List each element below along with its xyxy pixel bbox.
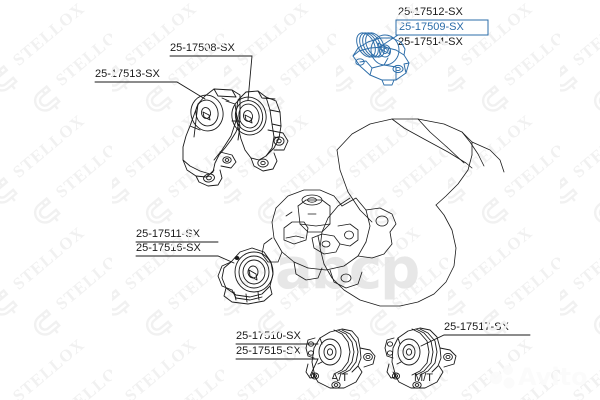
part-25-17513-sx <box>182 88 241 187</box>
highlight-box-25-17509-sx <box>395 19 489 36</box>
svg-text:Avito: Avito <box>518 363 588 391</box>
leader-25-17513-sx <box>94 81 206 100</box>
abcp-watermark: abcp <box>275 237 420 302</box>
part-25-17516-sx <box>217 247 274 305</box>
part-25-17508-sx <box>231 90 289 172</box>
leader-25-17509-sx <box>377 34 399 49</box>
leader-25-17508-sx <box>169 55 253 101</box>
leader-25-17516-sx <box>135 255 235 264</box>
part-engine-assembly <box>261 118 505 307</box>
part-25-17517-sx <box>384 327 457 389</box>
avito-watermark: Avito <box>489 363 588 391</box>
leader-25-17515-sx <box>235 358 319 377</box>
svg-text:abcp: abcp <box>275 237 418 302</box>
part-25-17515-sx <box>305 328 376 389</box>
leader-25-17517-sx <box>420 334 531 347</box>
